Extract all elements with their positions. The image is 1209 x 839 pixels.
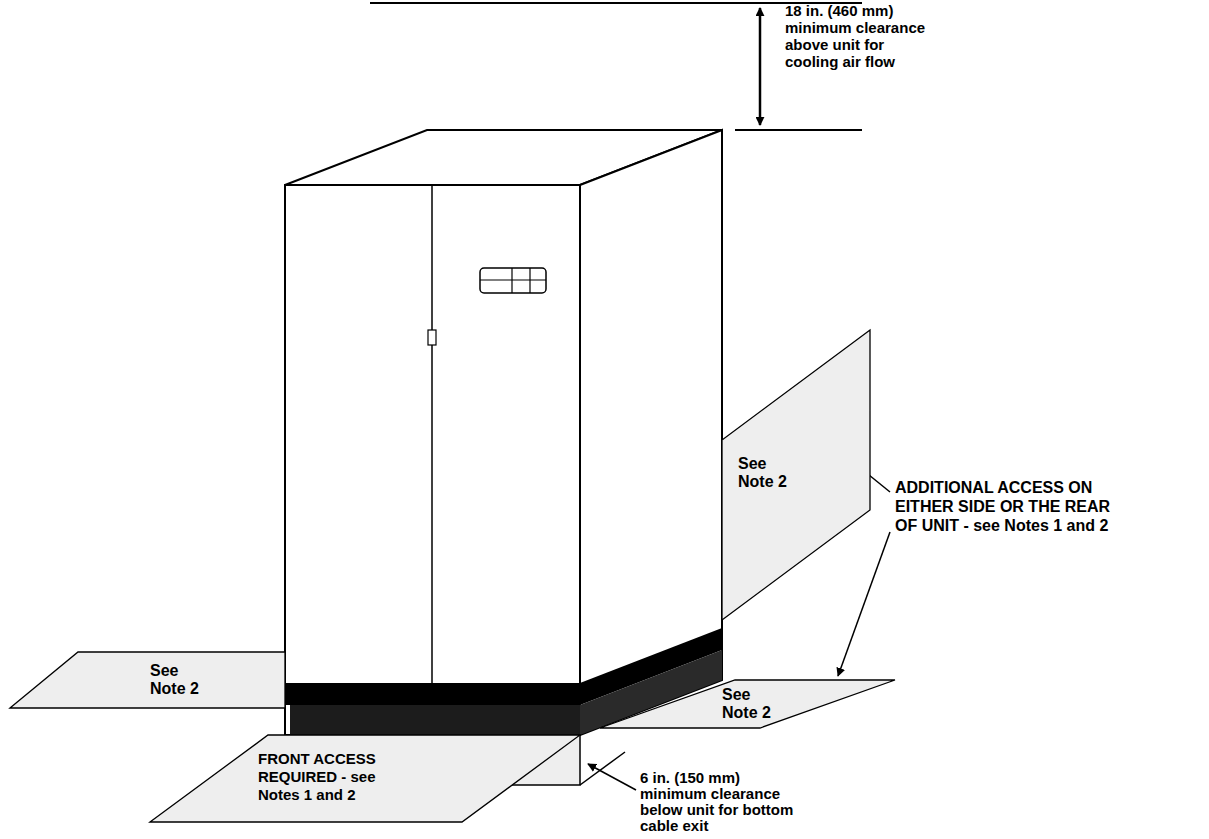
access-area-shape: [10, 652, 285, 708]
area-note: See Note 2: [722, 686, 782, 722]
leader-arrow: [588, 764, 636, 790]
access-area: See Note 2: [10, 652, 285, 708]
area-note: See Note 2: [150, 662, 210, 698]
door-split: [431, 185, 433, 683]
access-area-outline: [600, 680, 895, 728]
access-area: See Note 2: [722, 330, 870, 620]
door-handle: [428, 330, 436, 345]
dimension-arrow: [759, 8, 762, 125]
cabinet-side: [580, 130, 722, 735]
annotation-label: ADDITIONAL ACCESS ON EITHER SIDE OR THE …: [895, 478, 1135, 535]
access-area-outline: [722, 330, 870, 620]
access-area-outline: [10, 652, 285, 708]
clearance-line: [735, 129, 862, 131]
display-panel: [529, 268, 530, 293]
cabinet-front: [285, 185, 580, 735]
base-band: [285, 683, 580, 705]
area-note: See Note 2: [738, 455, 798, 491]
leader-arrow: [838, 532, 890, 676]
annotation-label: 18 in. (460 mm) minimum clearance above …: [785, 2, 935, 70]
display-panel: [480, 268, 546, 293]
access-area: See Note 2: [600, 680, 895, 728]
area-note: FRONT ACCESS REQUIRED - see Notes 1 and …: [258, 750, 393, 804]
annotation-label: 6 in. (150 mm) minimum clearance below u…: [640, 770, 795, 834]
access-area-outline: [150, 735, 580, 822]
display-panel: [480, 279, 546, 280]
cabinet-base: [290, 705, 580, 735]
access-area: FRONT ACCESS REQUIRED - see Notes 1 and …: [150, 735, 580, 822]
display-panel: [511, 268, 512, 293]
